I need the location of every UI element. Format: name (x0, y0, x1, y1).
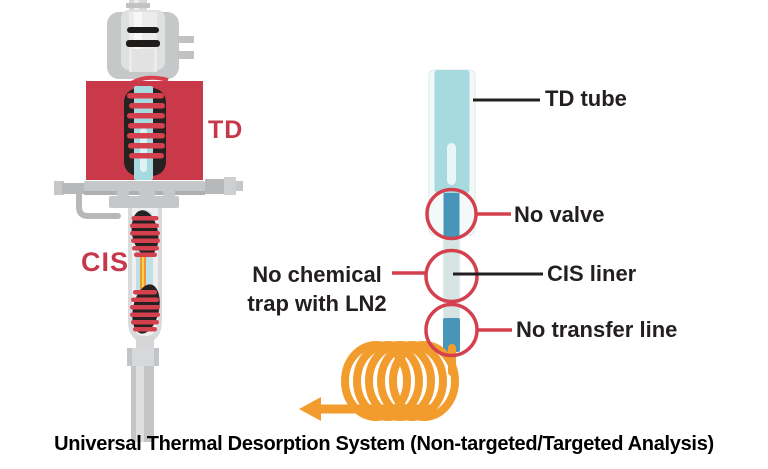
cis-liner-circle (424, 248, 479, 304)
no-valve-circle (425, 187, 478, 241)
td-heater-block (86, 75, 203, 180)
td-tube-label: TD tube (545, 86, 627, 111)
flow-arrow (299, 397, 321, 421)
side-peg (178, 36, 194, 43)
no-transfer-line-label: No transfer line (516, 317, 678, 342)
pointer-lines (392, 98, 543, 332)
td-heater-coil (127, 93, 165, 159)
side-peg (178, 51, 194, 59)
gas-line-tube (76, 192, 121, 219)
td-tube-adapter (443, 193, 460, 237)
left-unit-illustration (54, 0, 243, 442)
cis-coil-lower (130, 284, 160, 334)
bottom-stem (127, 336, 159, 442)
td-tube-graphic (428, 69, 476, 237)
cis-block-label: CIS (81, 247, 130, 277)
mounting-flange (54, 177, 243, 219)
page-title: Universal Thermal Desorption System (Non… (54, 433, 714, 455)
td-block-label: TD (208, 116, 244, 144)
cis-injector (128, 208, 162, 342)
cis-coil-upper (130, 210, 160, 257)
gc-column-coil (318, 341, 459, 421)
transfer-line-circle (424, 302, 479, 358)
right-schematic (299, 69, 543, 421)
cis-liner-label: CIS liner (547, 261, 637, 286)
no-valve-label: No valve (514, 202, 605, 227)
clamp-head (107, 10, 194, 79)
transfer-segment-graphic (443, 318, 460, 352)
no-chemical-trap-label: No chemical trap with LN2 (247, 262, 387, 317)
